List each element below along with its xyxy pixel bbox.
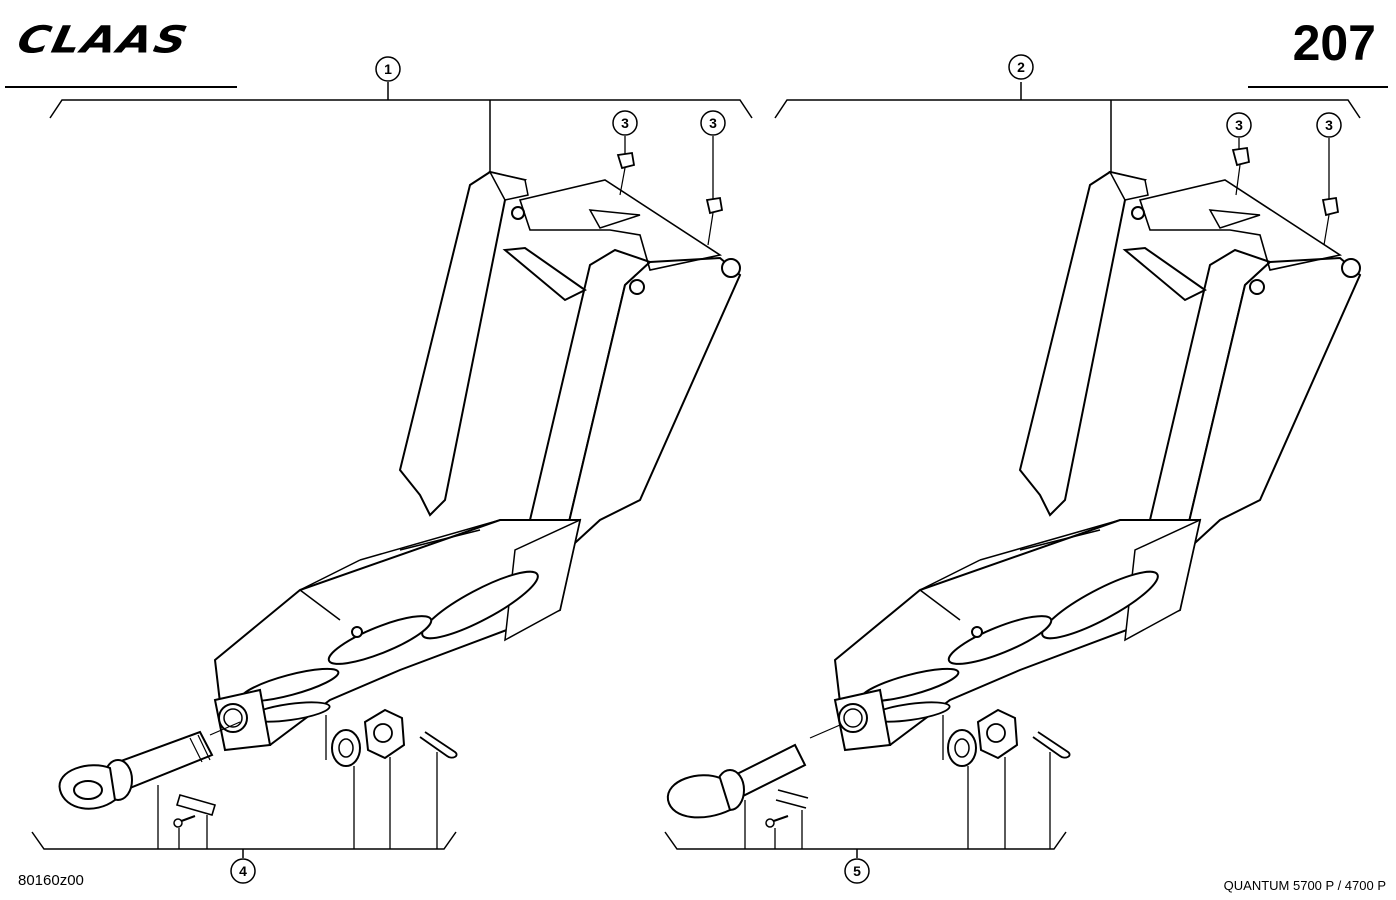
drawbar-assembly-2 [834, 171, 1361, 751]
hitch-eye-parts-left [58, 708, 458, 828]
model-label: QUANTUM 5700 P / 4700 P [1223, 878, 1386, 893]
callout-4: 4 [230, 858, 256, 884]
callout-3b: 3 [700, 110, 726, 136]
callout-2: 2 [1008, 54, 1034, 80]
svg-text:3: 3 [709, 115, 717, 131]
grease-nipples-right [1231, 138, 1340, 246]
bracket-bottom-2 [664, 715, 1067, 858]
callout-1: 1 [375, 56, 401, 82]
svg-text:3: 3 [1325, 117, 1333, 133]
svg-text:3: 3 [621, 115, 629, 131]
ball-hitch-parts-right [666, 708, 1071, 828]
svg-text:3: 3 [1235, 117, 1243, 133]
svg-text:5: 5 [853, 863, 861, 879]
bracket-top-1 [49, 82, 753, 172]
callout-3c: 3 [1226, 112, 1252, 138]
svg-text:4: 4 [239, 863, 247, 879]
callout-5: 5 [844, 858, 870, 884]
header-rule-right [1248, 86, 1388, 88]
svg-text:1: 1 [384, 61, 392, 77]
page-number: 207 [1292, 15, 1376, 71]
bracket-top-2 [774, 82, 1361, 172]
drawbar-assembly-1 [214, 171, 741, 751]
callout-3a: 3 [612, 110, 638, 136]
callout-3d: 3 [1316, 112, 1342, 138]
svg-text:2: 2 [1017, 59, 1025, 75]
grease-nipples-left [616, 136, 724, 246]
drawing-id: 80160z00 [18, 872, 84, 889]
header-rule-left [5, 86, 237, 88]
bracket-bottom-1 [31, 715, 457, 858]
